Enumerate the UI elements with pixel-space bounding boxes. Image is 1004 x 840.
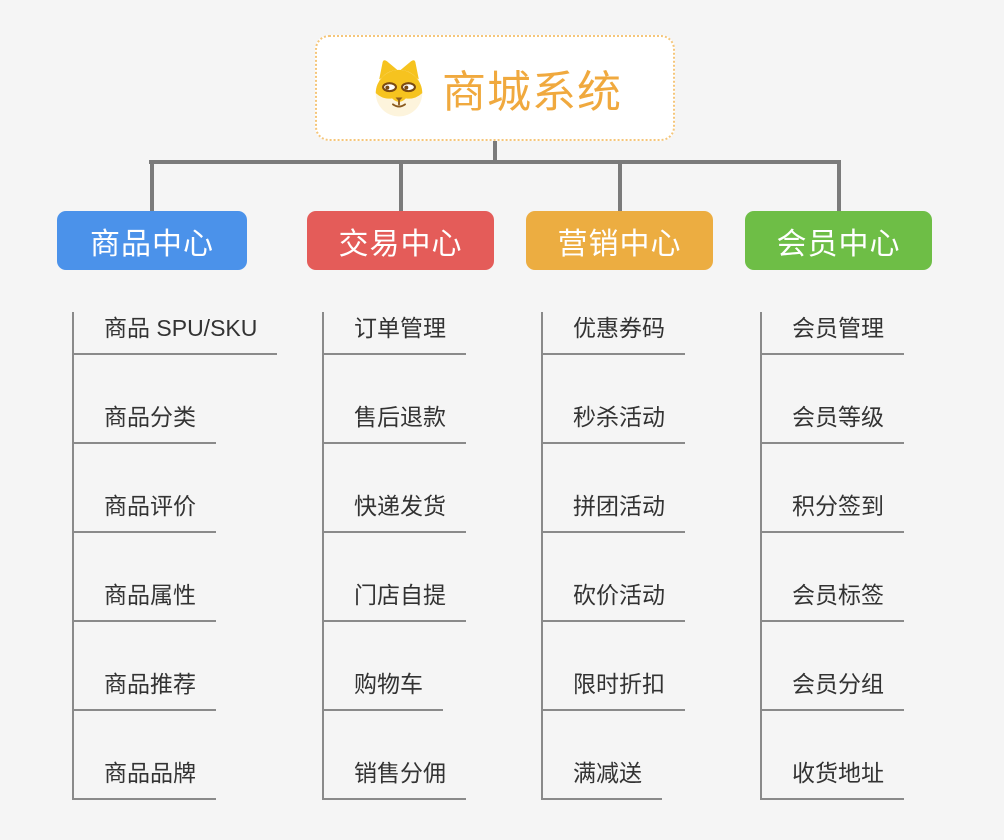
- leaf-item[interactable]: 限时折扣: [543, 668, 685, 711]
- leaf-item[interactable]: 积分签到: [762, 490, 904, 533]
- branch-member-center: 会员中心 会员管理会员等级积分签到会员标签会员分组收货地址: [745, 211, 932, 800]
- leaf-item[interactable]: 满减送: [543, 757, 662, 800]
- leaf-item[interactable]: 商品评价: [74, 490, 216, 533]
- leaf-label: 门店自提: [354, 582, 446, 608]
- leaf-item[interactable]: 会员等级: [762, 401, 904, 444]
- leaf-label: 快递发货: [354, 493, 446, 519]
- leaf-label: 会员等级: [792, 404, 884, 430]
- leaf-label: 限时折扣: [573, 671, 665, 697]
- branch-product-center: 商品中心 商品 SPU/SKU 商品分类商品评价商品属性商品推荐商品品牌: [57, 211, 278, 800]
- leaf-item[interactable]: 商品推荐: [74, 668, 216, 711]
- leaf-label: 积分签到: [792, 493, 884, 519]
- leaf-label: 砍价活动: [573, 582, 665, 608]
- leaf-item[interactable]: 商品 SPU/SKU: [74, 312, 278, 355]
- branch-trade-center: 交易中心 订单管理售后退款快递发货门店自提购物车销售分佣: [307, 211, 494, 800]
- branch-leaves: 会员管理会员等级积分签到会员标签会员分组收货地址: [760, 312, 904, 800]
- connector-horizontal: [149, 160, 840, 164]
- leaf-label: 销售分佣: [354, 760, 446, 786]
- leaf-label: 会员标签: [792, 582, 884, 608]
- connector-drop-product-center: [150, 160, 154, 211]
- leaf-label: 商品分类: [104, 404, 196, 430]
- leaf-item[interactable]: 快递发货: [324, 490, 466, 533]
- leaf-item[interactable]: 砍价活动: [543, 579, 685, 622]
- connector-drop-trade-center: [398, 160, 403, 211]
- leaf-label: 商品属性: [104, 582, 196, 608]
- leaf-label: 售后退款: [354, 404, 446, 430]
- branch-label: 交易中心: [338, 227, 463, 261]
- branch-label: 商品中心: [90, 227, 214, 261]
- leaf-item[interactable]: 商品属性: [74, 579, 216, 622]
- leaf-label: 秒杀活动: [573, 404, 665, 430]
- branch-leaves: 订单管理售后退款快递发货门店自提购物车销售分佣: [322, 312, 466, 800]
- branch-node-marketing-center[interactable]: 营销中心: [526, 211, 713, 270]
- root-node[interactable]: 商城系统: [315, 35, 675, 141]
- leaf-item[interactable]: 商品分类: [74, 401, 216, 444]
- leaf-label: 商品品牌: [104, 760, 196, 786]
- leaf-item[interactable]: 商品品牌: [74, 757, 216, 800]
- leaf-label: 会员管理: [792, 315, 884, 341]
- connector-drop-marketing-center: [617, 160, 622, 211]
- leaf-item[interactable]: 销售分佣: [324, 757, 466, 800]
- leaf-item[interactable]: 优惠券码: [543, 312, 685, 355]
- leaf-item[interactable]: 购物车: [324, 668, 443, 711]
- leaf-label: 订单管理: [354, 315, 446, 341]
- leaf-label: 商品推荐: [104, 671, 196, 697]
- leaf-item[interactable]: 秒杀活动: [543, 401, 685, 444]
- leaf-item[interactable]: 拼团活动: [543, 490, 685, 533]
- branch-label: 营销中心: [557, 227, 682, 261]
- leaf-label: 满减送: [573, 760, 642, 786]
- leaf-label: 收货地址: [792, 760, 884, 786]
- leaf-label: 拼团活动: [573, 493, 665, 519]
- connector-root-stub: [493, 141, 497, 161]
- root-title: 商城系统: [442, 68, 622, 117]
- branch-node-member-center[interactable]: 会员中心: [745, 211, 932, 270]
- leaf-item[interactable]: 门店自提: [324, 579, 466, 622]
- leaf-label: 会员分组: [792, 671, 884, 697]
- branch-leaves: 优惠券码秒杀活动拼团活动砍价活动限时折扣满减送: [541, 312, 685, 800]
- branch-label: 会员中心: [776, 227, 901, 261]
- branch-marketing-center: 营销中心 优惠券码秒杀活动拼团活动砍价活动限时折扣满减送: [526, 211, 713, 800]
- leaf-item[interactable]: 会员管理: [762, 312, 904, 355]
- leaf-item[interactable]: 售后退款: [324, 401, 466, 444]
- leaf-label: 购物车: [354, 671, 423, 697]
- leaf-label: 商品 SPU/SKU: [104, 315, 258, 341]
- leaf-item[interactable]: 会员分组: [762, 668, 904, 711]
- connector-drop-member-center: [836, 160, 841, 211]
- leaf-label: 优惠券码: [573, 315, 665, 341]
- branch-node-trade-center[interactable]: 交易中心: [307, 211, 494, 270]
- leaf-item[interactable]: 订单管理: [324, 312, 466, 355]
- leaf-item[interactable]: 收货地址: [762, 757, 904, 800]
- branch-leaves: 商品 SPU/SKU 商品分类商品评价商品属性商品推荐商品品牌: [72, 312, 278, 800]
- leaf-label: 商品评价: [104, 493, 196, 519]
- branch-node-product-center[interactable]: 商品中心: [57, 211, 247, 270]
- leaf-item[interactable]: 会员标签: [762, 579, 904, 622]
- dog-face-icon: [368, 55, 430, 121]
